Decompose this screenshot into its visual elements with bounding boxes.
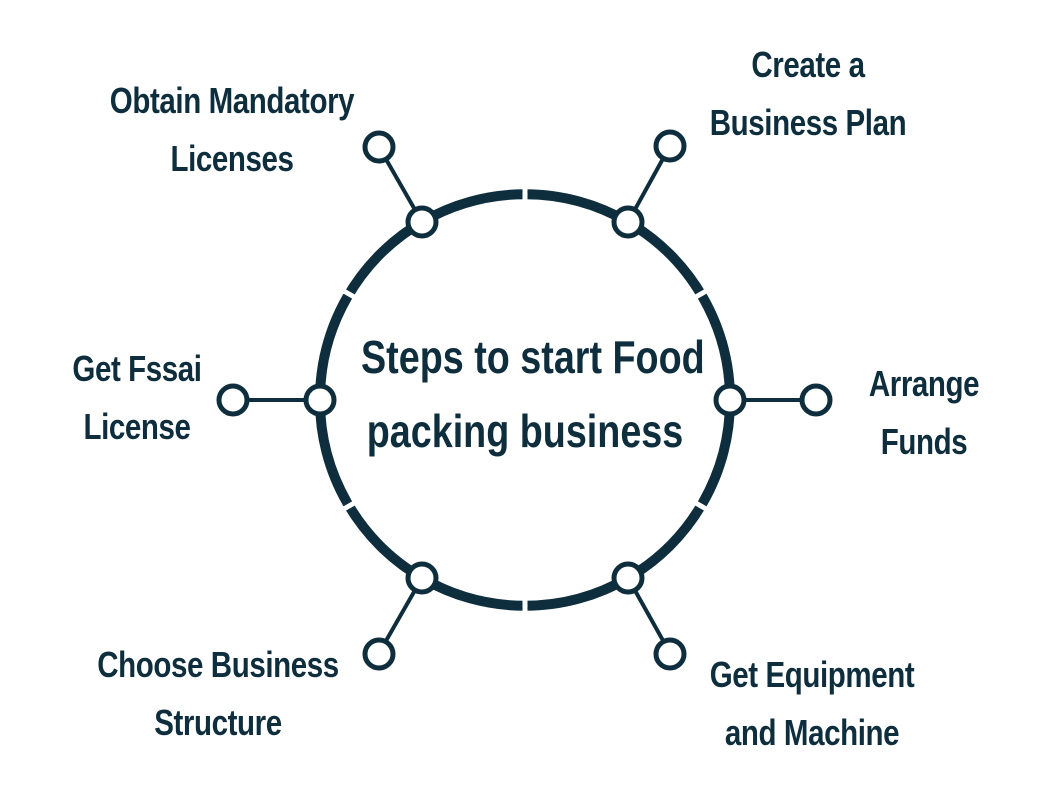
label-arrange-funds-line-2: Funds xyxy=(880,421,968,462)
outer-node-create-business-plan xyxy=(653,129,687,163)
label-obtain-mandatory-licenses: Obtain Mandatory Licenses xyxy=(101,72,363,188)
label-get-fssai-license-line-1: Get Fssai xyxy=(72,348,202,389)
ring-node-obtain-mandatory-licenses xyxy=(405,205,439,239)
center-title-line-2: packing business xyxy=(366,405,684,457)
ring-gap-lower-left xyxy=(340,499,358,513)
ring-node-create-business-plan xyxy=(611,205,645,239)
label-obtain-mandatory-licenses-line-2: Licenses xyxy=(170,138,294,179)
label-create-business-plan: Create a Business Plan xyxy=(710,36,907,152)
outer-node-arrange-funds xyxy=(799,383,833,417)
center-title: Steps to start Food packing business xyxy=(361,320,705,468)
ring-arc-upper-left xyxy=(314,217,425,401)
center-title-line-1: Steps to start Food xyxy=(361,331,705,383)
ring-gap-lower-right xyxy=(692,499,710,513)
outer-node-get-equipment-and-machine xyxy=(653,637,687,671)
ring-arc-lower-right xyxy=(625,399,736,583)
outer-node-obtain-mandatory-licenses xyxy=(362,130,396,164)
label-arrange-funds: Arrange Funds xyxy=(850,355,998,471)
outer-node-choose-business-structure xyxy=(362,637,396,671)
ring-gap-upper-right xyxy=(692,287,710,301)
label-get-equipment-and-machine: Get Equipment and Machine xyxy=(697,646,927,762)
ring-arc-lower-left xyxy=(314,399,425,583)
label-choose-business-structure: Choose Business Structure xyxy=(95,636,341,752)
label-choose-business-structure-line-2: Structure xyxy=(154,702,282,743)
label-choose-business-structure-line-1: Choose Business xyxy=(97,644,339,685)
label-obtain-mandatory-licenses-line-1: Obtain Mandatory xyxy=(109,80,355,121)
ring-node-get-fssai-license xyxy=(303,383,337,417)
label-create-business-plan-line-2: Business Plan xyxy=(709,102,907,143)
outer-node-get-fssai-license xyxy=(216,383,250,417)
label-create-business-plan-line-1: Create a xyxy=(751,44,865,85)
ring-gap-upper-left xyxy=(340,287,358,301)
label-arrange-funds-line-1: Arrange xyxy=(868,363,980,404)
ring-node-arrange-funds xyxy=(713,383,747,417)
label-get-equipment-and-machine-line-2: and Machine xyxy=(724,712,900,753)
label-get-fssai-license-line-2: License xyxy=(83,406,191,447)
label-get-equipment-and-machine-line-1: Get Equipment xyxy=(709,654,915,695)
label-get-fssai-license: Get Fssai License xyxy=(63,340,211,456)
ring-node-choose-business-structure xyxy=(405,561,439,595)
ring-node-get-equipment-and-machine xyxy=(611,561,645,595)
ring-arc-upper-right xyxy=(625,217,736,401)
